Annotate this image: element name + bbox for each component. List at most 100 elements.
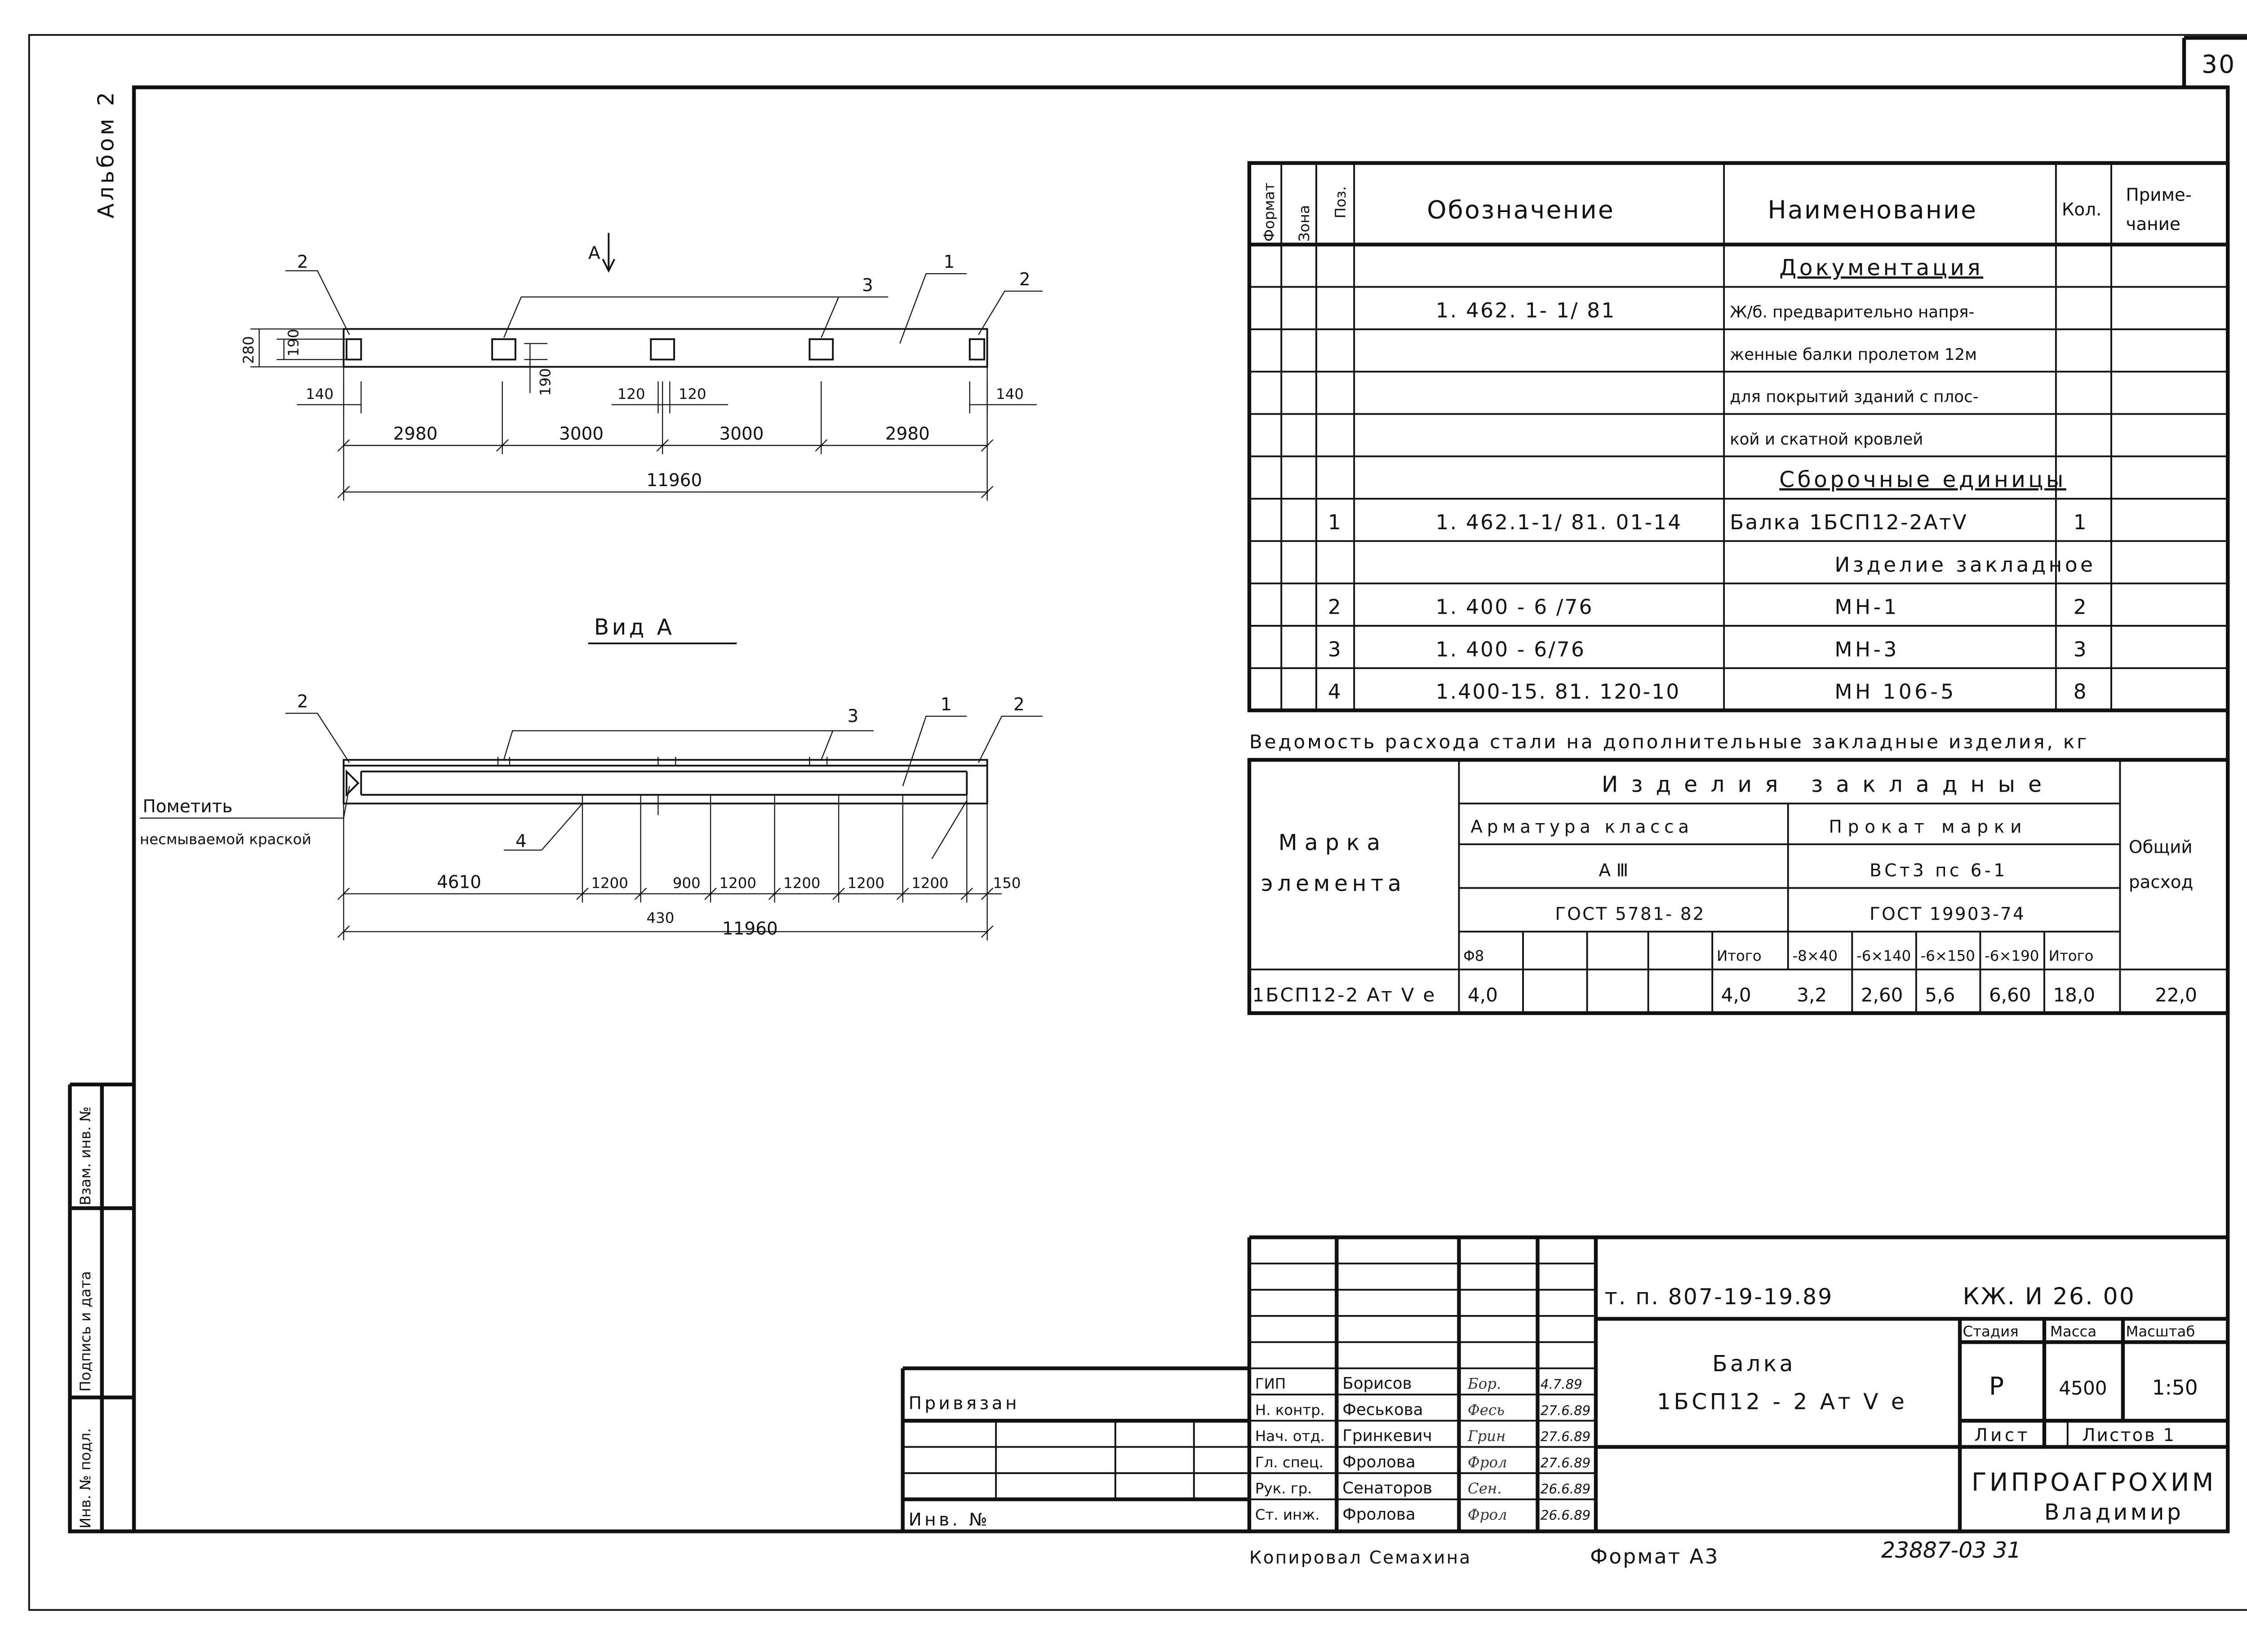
view-arrow <box>602 233 616 273</box>
spec-row-designation: 1.400-15. 81. 120-10 <box>1436 680 1681 704</box>
stage-value: Р <box>1989 1372 2005 1400</box>
inv-number-label: Инв. № <box>909 1510 990 1530</box>
dim-side-span-2: 1200 <box>591 874 628 891</box>
spec-row-name: Балка 1БСП12-2АтⅤ <box>1730 510 1968 534</box>
steel-rebar-header: Арматура класса <box>1470 817 1693 837</box>
spec-row-pos: 3 <box>1328 638 1341 661</box>
steel-table-title: Ведомость расхода стали на дополнительны… <box>1249 731 2089 753</box>
callout-top-3: 3 <box>862 275 873 296</box>
steel-table: Изделия закладные Марка элемента Арматур… <box>1247 758 2230 1015</box>
spec-header-qty: Кол. <box>2062 200 2102 220</box>
dim-span-3: 3000 <box>719 424 764 444</box>
dim-190-mid: 190 <box>537 368 554 396</box>
dim-280: 280 <box>240 336 257 364</box>
dim-span-4: 2980 <box>885 424 930 444</box>
spec-row-name: для покрытий зданий с плос- <box>1730 388 1978 406</box>
callout-side-2-right: 2 <box>1013 695 1025 715</box>
dim-side-span-7: 1200 <box>911 874 948 891</box>
dim-side-span-4: 1200 <box>719 874 756 891</box>
dim-side-span-8: 150 <box>993 874 1021 891</box>
spec-row-name: МН-3 <box>1834 638 1899 661</box>
steel-row-value: 4,0 <box>1468 984 1498 1006</box>
steel-group-header: Изделия закладные <box>1602 772 2055 797</box>
spec-row-designation: 1. 462.1-1/ 81. 01-14 <box>1436 510 1683 534</box>
signature-sign: Фрол <box>1468 1454 1507 1471</box>
beam-side-outline <box>342 759 988 805</box>
dim-total-top: 11960 <box>647 470 702 491</box>
signature-name: Борисов <box>1342 1374 1412 1393</box>
copied-by: Копировал Семахина <box>1249 1548 1472 1568</box>
steel-sub-header: -6×190 <box>1985 947 2039 964</box>
side-stamp-replace-label: Взам. инв. № <box>77 1107 94 1205</box>
dim-120-a: 120 <box>617 385 645 403</box>
spec-row-name: МН 106-5 <box>1834 680 1956 704</box>
steel-total-label-1: Общий <box>2129 837 2193 858</box>
signature-name: Феськова <box>1342 1400 1423 1419</box>
signature-sign: Грин <box>1467 1428 1505 1445</box>
callout-side-4: 4 <box>515 832 527 852</box>
page-number-box <box>2182 36 2247 88</box>
signature-sign: Фесь <box>1468 1401 1505 1418</box>
spec-header-note-2: чание <box>2126 214 2180 235</box>
spec-row-qty: 1 <box>2074 510 2087 534</box>
scale-value: 1:50 <box>2152 1376 2198 1400</box>
spec-header-name: Наименование <box>1767 195 1977 224</box>
signature-role: Ст. инж. <box>1255 1506 1320 1524</box>
marking-note-line1: Пометить <box>143 797 233 817</box>
dim-total-side: 11960 <box>722 919 778 939</box>
signature-name: Гринкевич <box>1342 1427 1432 1445</box>
steel-row-value: 4,0 <box>1721 984 1751 1006</box>
steel-row-value: 18,0 <box>2053 984 2095 1006</box>
spec-row-name: Изделие закладное <box>1834 553 2096 576</box>
outer-trim-frame <box>28 34 2247 1611</box>
drawing-code: КЖ. И 26. 00 <box>1963 1283 2136 1310</box>
spec-row-name: Документация <box>1779 255 1983 280</box>
steel-profile-grade: ВСт3 пс 6-1 <box>1870 860 2007 881</box>
dim-side-span-5: 1200 <box>783 874 820 891</box>
spec-row-qty: 2 <box>2074 595 2087 619</box>
spec-row-designation: 1. 400 - 6/76 <box>1436 638 1585 661</box>
album-label: Альбом 2 <box>94 89 119 218</box>
bound-label: Привязан <box>909 1393 1020 1413</box>
spec-header-format: Формат <box>1261 182 1278 241</box>
steel-row-value: 2,60 <box>1861 984 1903 1006</box>
format-label: Формат А3 <box>1590 1545 1719 1568</box>
side-stamp-inv-label: Инв. № подл. <box>77 1428 94 1528</box>
steel-rebar-gost: ГОСТ 5781- 82 <box>1555 904 1705 925</box>
dim-430: 430 <box>647 909 675 926</box>
spec-row-pos: 1 <box>1328 510 1341 534</box>
signature-date: 26.6.89 <box>1541 1508 1590 1523</box>
steel-sub-header: -6×140 <box>1856 947 1911 964</box>
signature-role: Н. контр. <box>1255 1401 1325 1418</box>
callout-top-2-left: 2 <box>297 252 308 272</box>
signature-sign: Бор. <box>1467 1375 1501 1392</box>
stage-label: Стадия <box>1963 1323 2019 1340</box>
sheets-label: Листов 1 <box>2082 1426 2176 1446</box>
dim-side-span-1: 4610 <box>437 872 481 892</box>
spec-row-pos: 4 <box>1328 680 1341 704</box>
top-view-drawing: А 2 3 1 2 280 190 190 140 120 120 140 29… <box>240 233 1043 501</box>
signature-role: Нач. отд. <box>1255 1428 1325 1445</box>
project-code: т. п. 807-19-19.89 <box>1604 1284 1833 1310</box>
steel-row-mark: 1БСП12-2 Ат Ⅴ е <box>1252 984 1436 1006</box>
title-block: т. п. 807-19-19.89 КЖ. И 26. 00 Балка 1Б… <box>901 1235 2228 1532</box>
dim-140-left: 140 <box>306 385 333 403</box>
steel-sub-header: Φ8 <box>1463 947 1484 964</box>
dim-span-1: 2980 <box>393 424 438 444</box>
spec-row-name: Сборочные единицы <box>1779 467 2066 492</box>
callout-side-3: 3 <box>848 706 859 726</box>
drawing-title-2: 1БСП12 - 2 Ат Ⅴ е <box>1657 1389 1907 1414</box>
sheet-label: Лист <box>1974 1426 2030 1446</box>
organization-line1: ГИПРОАГРОХИМ <box>1972 1468 2216 1497</box>
spec-header-designation: Обозначение <box>1427 195 1615 224</box>
page-number: 30 <box>2202 50 2236 79</box>
side-stamp-sign-label: Подпись и дата <box>77 1271 94 1391</box>
side-stamp: Инв. № подл. Подпись и дата Взам. инв. № <box>68 1082 134 1533</box>
spec-row-name: женные балки пролетом 12м <box>1730 345 1977 364</box>
signature-sign: Сен. <box>1468 1480 1502 1497</box>
steel-mark-label-1: Марка <box>1279 830 1388 855</box>
view-arrow-label: А <box>588 244 600 264</box>
callout-side-2-left: 2 <box>297 692 308 712</box>
steel-sub-header: Итого <box>1717 947 1762 964</box>
